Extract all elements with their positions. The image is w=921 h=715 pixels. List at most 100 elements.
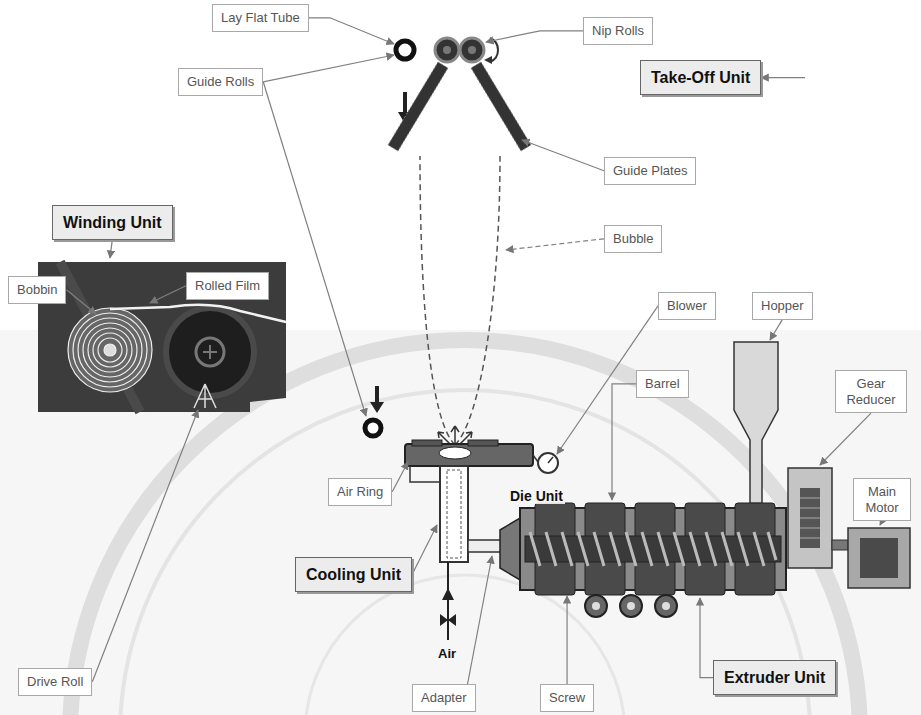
unit-heading-box: Cooling Unit [295, 557, 412, 592]
bobbin [104, 344, 116, 356]
drive-roll [196, 338, 224, 366]
air-ring [412, 440, 442, 446]
guide-roll [396, 41, 414, 59]
bubble [420, 156, 500, 446]
gear-reducer [788, 468, 832, 568]
leader-line [468, 556, 492, 684]
die-column [440, 466, 468, 562]
film-web [110, 305, 286, 322]
callout-box: Bubble [604, 225, 662, 253]
callout-text: Air Ring [337, 484, 383, 500]
bobbin [98, 338, 122, 362]
cooling-fans [627, 602, 635, 610]
callout-text: Extruder Unit [724, 668, 825, 687]
main-motor [848, 528, 910, 588]
callout-text: Guide Rolls [187, 74, 254, 90]
callout-text: Lay Flat Tube [221, 10, 300, 26]
callout-box: Hopper [752, 292, 813, 320]
roll-stand [194, 384, 216, 408]
label-text: Air [438, 646, 456, 661]
air-ring [468, 440, 498, 446]
callout-box: Screw [540, 684, 594, 712]
callout-text: Blower [667, 298, 707, 314]
callout-text: Bobbin [17, 282, 57, 298]
winding-panel [38, 262, 286, 412]
gear-reducer [788, 468, 848, 568]
down-arrow [403, 92, 407, 114]
cooling-fans [585, 595, 607, 617]
guide-roll [396, 41, 414, 59]
callout-text: Adapter [421, 690, 467, 706]
drive-roll [166, 308, 254, 396]
leader-line [486, 31, 583, 42]
main-motor [848, 528, 910, 588]
air-ring [405, 440, 538, 482]
roll-stand [194, 384, 216, 408]
callout-box: Air Ring [328, 478, 392, 506]
cooling-fans [655, 595, 677, 617]
die-column [447, 470, 461, 558]
barrel [500, 503, 786, 595]
air-inlet [440, 562, 456, 640]
bubble [455, 156, 500, 445]
leader-line [309, 18, 394, 44]
callout-text: Rolled Film [195, 278, 260, 294]
callout-text: Cooling Unit [306, 565, 401, 584]
nip-rolls [484, 56, 492, 64]
bubble [451, 426, 459, 444]
callout-box: Barrel [636, 370, 689, 398]
callout-text: Screw [549, 690, 585, 706]
callout-text: Barrel [645, 376, 680, 392]
gear-reducer [800, 488, 820, 548]
callout-text: Main Motor [862, 484, 902, 515]
screw [530, 532, 776, 566]
leader-line [820, 413, 871, 465]
screw [525, 532, 781, 566]
guide-plates [388, 62, 448, 151]
cooling-fans [620, 595, 642, 617]
leader-line [150, 286, 186, 303]
bobbin [83, 323, 137, 377]
air-label: Air [436, 646, 458, 661]
callout-box: Drive Roll [18, 668, 92, 696]
callout-box: Adapter [412, 684, 476, 712]
air-ring [410, 466, 440, 482]
nip-rolls [460, 38, 484, 62]
leader-line [263, 55, 394, 82]
main-motor [860, 538, 898, 578]
bobbin [73, 313, 147, 387]
gear-reducer [832, 540, 848, 550]
nip-rolls [443, 46, 451, 54]
callout-box: Guide Rolls [178, 68, 263, 96]
callout-box: Rolled Film [186, 272, 269, 300]
callout-box: Bobbin [8, 276, 66, 304]
nip-rolls [435, 38, 459, 62]
cooling-fans [662, 602, 670, 610]
guide-roll [365, 386, 384, 436]
guide-plates [471, 62, 531, 151]
gear-reducer [800, 498, 820, 538]
die-column [440, 466, 468, 562]
callout-text: Hopper [761, 298, 804, 314]
adapter-pipe [468, 540, 502, 552]
watermark-seal [120, 390, 810, 715]
bobbin [68, 308, 152, 392]
label-text: Die Unit [510, 488, 563, 504]
air-ring [439, 447, 471, 459]
cooling-fans [585, 595, 677, 617]
bobbin [68, 308, 152, 392]
callout-text: Drive Roll [27, 674, 83, 690]
unit-heading-box: Take-Off Unit [640, 60, 761, 95]
air-inlet [442, 588, 454, 600]
leader-line [263, 82, 366, 416]
leader-line [392, 462, 408, 492]
leader-line [761, 77, 805, 78]
film-web [110, 305, 286, 322]
leader-line [412, 525, 437, 575]
unit-heading-box: Extruder Unit [713, 660, 836, 695]
leader-line [522, 140, 604, 171]
guide-roll [375, 386, 379, 404]
bobbin [78, 318, 142, 382]
